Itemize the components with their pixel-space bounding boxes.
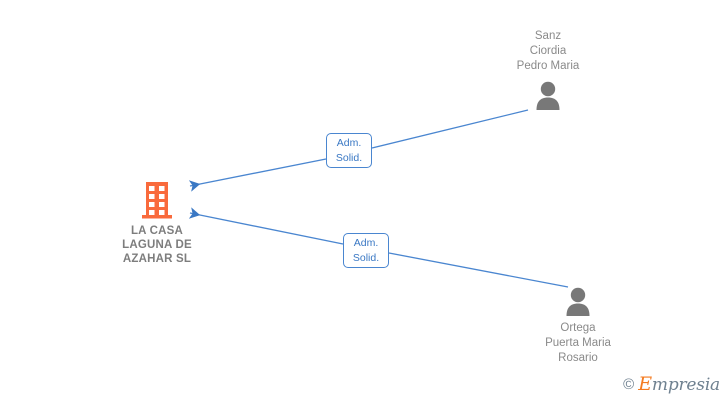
person-node-bottom[interactable]: Ortega Puerta Maria Rosario <box>503 286 653 366</box>
person-icon <box>536 81 560 110</box>
edge-line-top-arrow <box>188 158 327 192</box>
edge-label-top[interactable]: Adm. Solid. <box>326 133 372 168</box>
brand-logo-text: Empresia <box>638 373 720 395</box>
person-node-top[interactable]: Sanz Ciordia Pedro Maria <box>473 29 623 110</box>
person-icon <box>566 287 590 316</box>
company-node[interactable]: LA CASA LAGUNA DE AZAHAR SL <box>104 181 210 266</box>
building-icon <box>142 182 172 219</box>
edge-line-bottom-arrow <box>188 207 344 245</box>
edge-label-bottom[interactable]: Adm. Solid. <box>343 233 389 268</box>
edge-line-bottom <box>388 252 569 288</box>
person-name-label-bottom: Ortega Puerta Maria Rosario <box>545 322 611 364</box>
edge-line-top <box>371 109 529 149</box>
brand-initial: E <box>638 373 652 395</box>
person-name-label-top: Sanz Ciordia Pedro Maria <box>516 30 580 72</box>
company-name-label: LA CASA LAGUNA DE AZAHAR SL <box>122 225 192 265</box>
empresia-watermark: © Empresia <box>623 373 720 395</box>
brand-rest: mpresia <box>651 375 720 395</box>
copyright-icon: © <box>623 375 635 393</box>
